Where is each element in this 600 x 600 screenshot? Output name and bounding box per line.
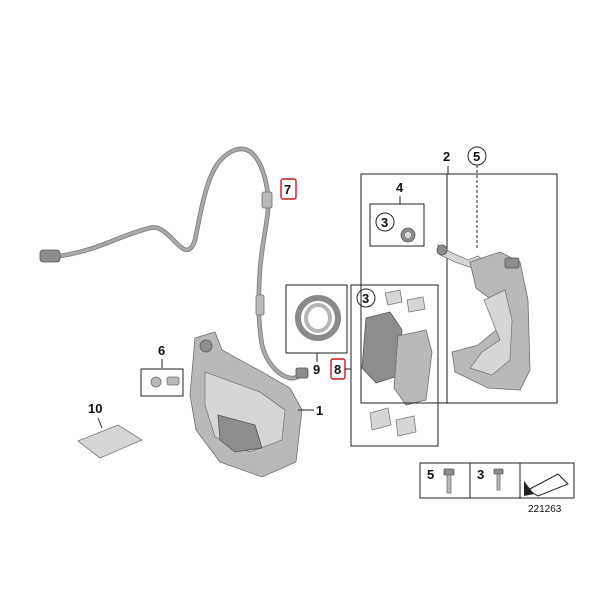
legend-bolt-3-icon	[493, 468, 504, 491]
callout-2[interactable]: 2	[443, 149, 450, 164]
legend-item-3: 3	[477, 467, 484, 482]
callout-6[interactable]: 6	[158, 343, 165, 358]
bleeder-icon	[199, 339, 213, 353]
callout-4[interactable]: 4	[396, 180, 404, 195]
pad-clips-bottom-icon	[369, 407, 417, 437]
cable-clip-icon	[261, 191, 273, 209]
callout-5-carrier[interactable]: 5	[473, 149, 480, 164]
sensor-tip-icon	[295, 367, 309, 379]
legend-item-5: 5	[427, 467, 434, 482]
callout-7-box	[280, 178, 297, 200]
brake-pads-icon[interactable]	[361, 311, 433, 406]
guide-pin-icon[interactable]	[150, 376, 180, 388]
callout-9[interactable]: 9	[313, 362, 320, 377]
grease-packet-icon[interactable]	[77, 424, 143, 459]
callout-10[interactable]: 10	[88, 401, 102, 416]
bolt-nut-icon[interactable]	[400, 227, 416, 243]
sensor-plug-icon	[39, 249, 61, 263]
pad-set-frame	[350, 284, 439, 447]
legend-bolt-5-icon	[443, 468, 455, 494]
brake-caliper[interactable]	[189, 331, 303, 478]
next-page-arrow-icon[interactable]	[524, 473, 569, 497]
carrier-inner-frame	[446, 173, 558, 404]
callout-1[interactable]: 1	[316, 403, 323, 418]
pad-clips-top-icon	[384, 289, 426, 313]
cable-grommet-icon	[255, 294, 265, 316]
legend-frame	[419, 462, 575, 499]
callout-3-bolt[interactable]: 3	[381, 215, 388, 230]
callout-3-pads[interactable]: 3	[362, 291, 369, 306]
bolt-kit-frame	[369, 203, 425, 247]
wear-sensor-cable[interactable]	[39, 146, 309, 381]
diagram-number: 221263	[528, 504, 562, 515]
piston-seal-icon[interactable]	[295, 295, 341, 341]
callout-8[interactable]: 8	[334, 362, 341, 377]
caliper-carrier-icon[interactable]	[436, 244, 531, 391]
callout-7[interactable]: 7	[284, 182, 291, 197]
guide-pins-frame	[140, 368, 184, 397]
